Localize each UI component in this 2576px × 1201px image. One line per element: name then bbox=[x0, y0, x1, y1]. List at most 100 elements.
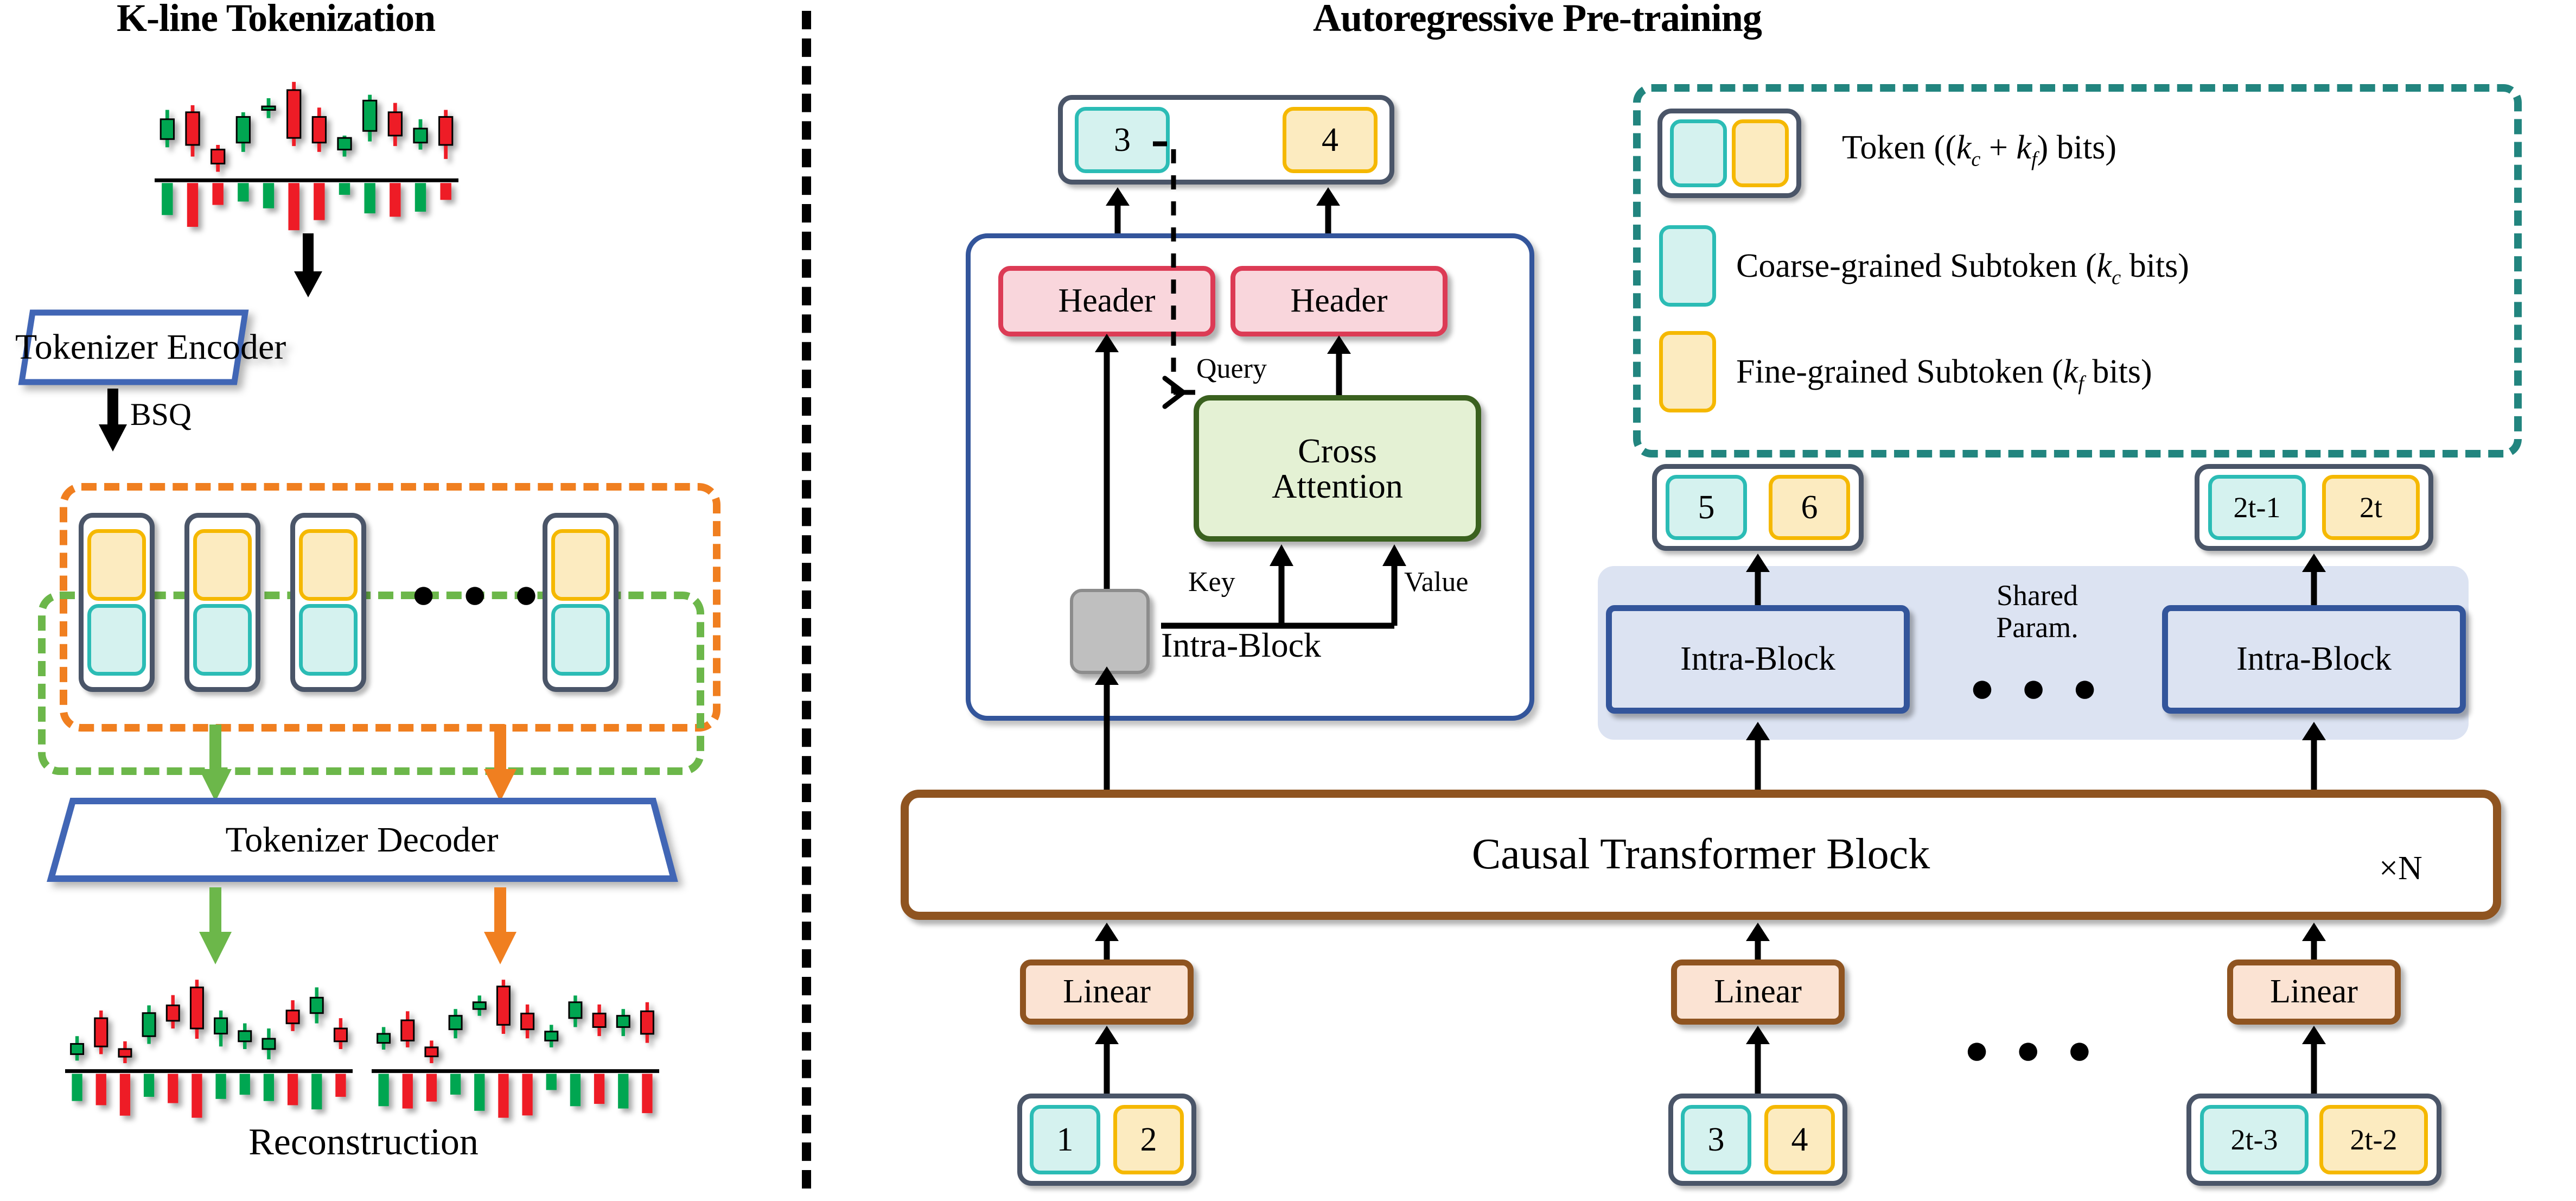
coarse-subtoken: 1 bbox=[1030, 1105, 1100, 1174]
fine-subtoken: 4 bbox=[1764, 1105, 1835, 1174]
legend-fine-k1: k bbox=[2063, 353, 2078, 390]
legend-swatch-token bbox=[1657, 109, 1801, 198]
linear-block-1: Linear bbox=[1020, 959, 1194, 1025]
legend-coarse-text-pre: Coarse-grained Subtoken ( bbox=[1736, 247, 2097, 284]
legend-token-k2sub: f bbox=[2031, 148, 2037, 171]
cross-attention-box: Cross Attention bbox=[1194, 395, 1481, 542]
arrow-causal-to-intra bbox=[1095, 666, 1119, 791]
causal-transformer-block-label: Causal Transformer Block bbox=[1471, 830, 1930, 879]
key-value-connector bbox=[1161, 544, 1406, 629]
bsq-token bbox=[79, 513, 155, 692]
legend-token-k1: k bbox=[1956, 129, 1972, 166]
intra-block-shared-1: Intra-Block bbox=[1606, 605, 1910, 714]
coarse-subtoken: 2t-3 bbox=[2200, 1105, 2309, 1174]
arrow-causal-to-intrablock1 bbox=[1746, 722, 1770, 795]
legend-label-coarse: Coarse-grained Subtoken (kc bits) bbox=[1736, 247, 2189, 289]
bsq-token bbox=[290, 513, 366, 692]
input-token-1: 1 2 bbox=[1017, 1094, 1196, 1186]
value-label: Value bbox=[1404, 567, 1469, 598]
bsq-label: BSQ bbox=[130, 397, 192, 432]
tokenizer-encoder-label: Tokenizer Encoder bbox=[15, 327, 286, 367]
shared-output-token-2: 2t-1 2t bbox=[2195, 464, 2433, 551]
arrow-causal-to-intrablock2 bbox=[2302, 722, 2326, 795]
coarse-subtoken bbox=[1670, 119, 1727, 187]
arrow-fine-to-decoder bbox=[484, 725, 517, 802]
cross-attention-label: Cross Attention bbox=[1272, 431, 1403, 505]
key-label: Key bbox=[1188, 567, 1235, 598]
coarse-subtoken: 2t-1 bbox=[2208, 475, 2306, 540]
query-dashed-path bbox=[1153, 141, 1195, 409]
fine-subtoken bbox=[551, 529, 610, 601]
shared-output-token-1: 5 6 bbox=[1652, 464, 1864, 551]
legend-token-text-pre: Token (( bbox=[1842, 129, 1956, 166]
linear-block-3: Linear bbox=[2227, 959, 2401, 1025]
shared-param-label: Shared Param. bbox=[1996, 579, 2078, 644]
fine-subtoken bbox=[1732, 119, 1789, 187]
header-box-fine: Header bbox=[1230, 266, 1448, 336]
legend-fine-text-pre: Fine-grained Subtoken ( bbox=[1736, 353, 2063, 390]
tokenizer-encoder: Tokenizer Encoder bbox=[15, 309, 286, 385]
legend-panel bbox=[1633, 84, 2522, 457]
legend-token-plus: + bbox=[1980, 129, 2017, 166]
fine-subtoken bbox=[299, 529, 358, 601]
coarse-subtoken bbox=[193, 604, 252, 676]
fine-subtoken bbox=[87, 529, 146, 601]
arrow-decoder-out-right bbox=[484, 887, 517, 964]
causal-transformer-block: Causal Transformer Block bbox=[901, 790, 2501, 920]
arrow-bsq bbox=[99, 389, 127, 452]
legend-coarse-k1: k bbox=[2096, 247, 2112, 284]
arrow-to-encoder bbox=[294, 233, 322, 297]
arrow-coarse-to-decoder bbox=[199, 725, 232, 802]
legend-fine-k1sub: f bbox=[2078, 372, 2084, 395]
legend-fine-text-post: bits) bbox=[2083, 353, 2152, 390]
fine-subtoken: 2 bbox=[1113, 1105, 1184, 1174]
legend-label-token: Token ((kc + kf) bits) bbox=[1842, 129, 2116, 171]
panel-divider bbox=[802, 11, 811, 1189]
legend-swatch-fine bbox=[1659, 331, 1716, 412]
linear-row-ellipsis: ● ● ● bbox=[1964, 1026, 2100, 1073]
intra-block-expanded-label: Intra-Block bbox=[1161, 626, 1321, 664]
coarse-subtoken: 5 bbox=[1666, 475, 1747, 540]
bsq-tokens-ellipsis: ● ● ● bbox=[411, 570, 547, 617]
coarse-subtoken: 3 bbox=[1075, 106, 1170, 173]
legend-token-k2: k bbox=[2016, 129, 2031, 166]
tokenizer-decoder: Tokenizer Decoder bbox=[44, 798, 679, 882]
tokenizer-decoder-label: Tokenizer Decoder bbox=[225, 819, 499, 860]
coarse-subtoken bbox=[87, 604, 146, 676]
arrow-token2-to-linear bbox=[1746, 1026, 1770, 1094]
all-tokens-group-box bbox=[60, 483, 720, 732]
causal-block-repeat-label: ×N bbox=[2379, 850, 2422, 887]
left-panel-title: K-line Tokenization bbox=[117, 0, 436, 40]
legend-label-fine: Fine-grained Subtoken (kf bits) bbox=[1736, 353, 2152, 395]
legend-coarse-k1sub: c bbox=[2112, 266, 2121, 289]
legend-swatch-coarse bbox=[1659, 225, 1716, 307]
reconstruction-label: Reconstruction bbox=[248, 1121, 479, 1163]
input-token-2: 3 4 bbox=[1668, 1094, 1847, 1186]
reconstruction-chart-right bbox=[372, 971, 659, 1118]
shared-blocks-ellipsis: ● ● ● bbox=[1969, 664, 2106, 711]
reconstruction-chart-left bbox=[65, 971, 353, 1118]
linear-block-2: Linear bbox=[1671, 959, 1845, 1025]
arrow-residual-to-header bbox=[1095, 334, 1119, 630]
legend-token-text-post: ) bits) bbox=[2037, 129, 2117, 166]
output-token: 3 4 bbox=[1058, 95, 1394, 185]
fine-subtoken: 2t-2 bbox=[2319, 1105, 2428, 1174]
bsq-token bbox=[184, 513, 260, 692]
coarse-subtoken bbox=[551, 604, 610, 676]
legend-token-k1sub: c bbox=[1971, 148, 1981, 171]
hidden-state-block bbox=[1070, 589, 1150, 674]
fine-subtoken bbox=[193, 529, 252, 601]
right-panel-title: Autoregressive Pre-training bbox=[1313, 0, 1762, 40]
arrow-token1-to-linear bbox=[1095, 1026, 1119, 1094]
input-token-3: 2t-3 2t-2 bbox=[2186, 1094, 2441, 1186]
intra-block-shared-2: Intra-Block bbox=[2162, 605, 2466, 714]
bsq-token bbox=[543, 513, 619, 692]
arrow-token3-to-linear bbox=[2302, 1026, 2326, 1094]
fine-subtoken: 6 bbox=[1769, 475, 1850, 540]
coarse-subtoken bbox=[299, 604, 358, 676]
original-kline-chart bbox=[155, 73, 458, 231]
fine-subtoken: 4 bbox=[1283, 106, 1378, 173]
coarse-subtoken: 3 bbox=[1681, 1105, 1751, 1174]
query-label: Query bbox=[1196, 353, 1267, 384]
legend-coarse-text-post: bits) bbox=[2121, 247, 2189, 284]
